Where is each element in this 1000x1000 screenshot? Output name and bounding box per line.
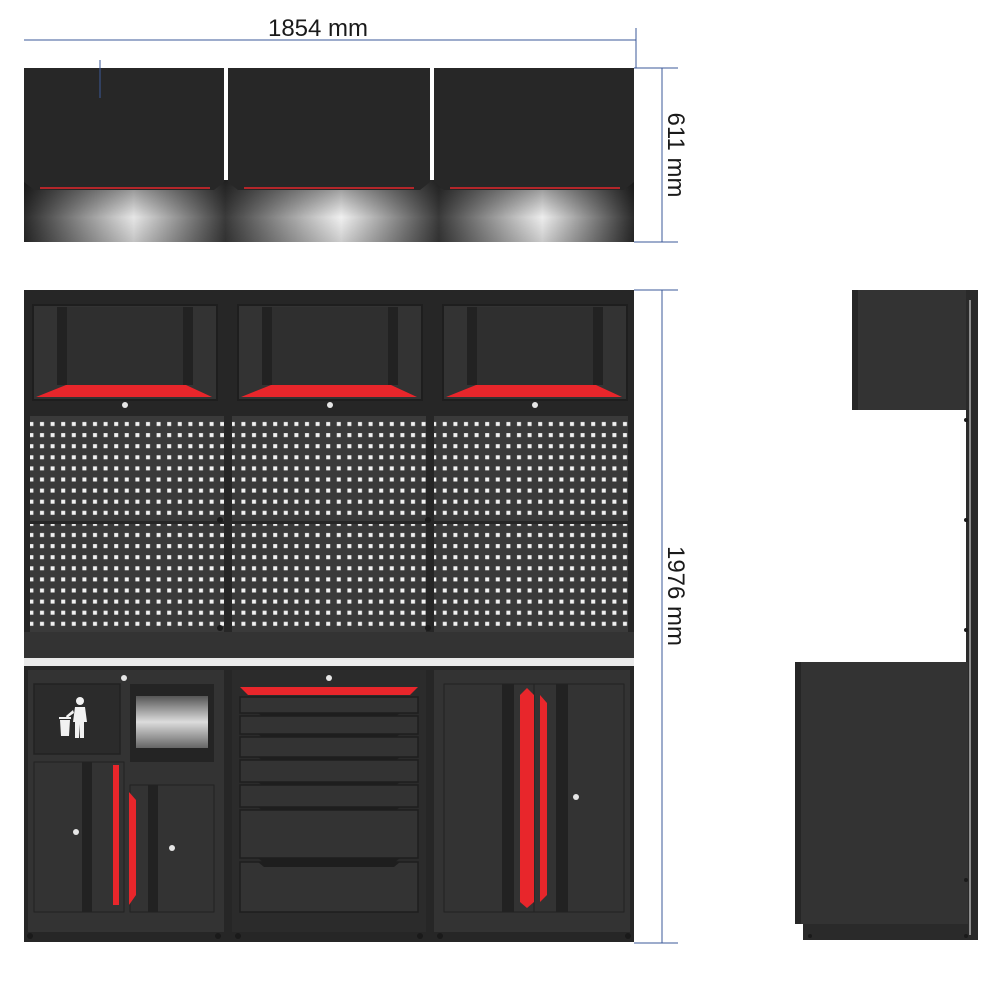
base-right-handle-2[interactable] [540,695,547,902]
worktop [24,658,634,666]
base-left-door-1[interactable] [33,761,125,913]
drawer-3[interactable] [239,736,419,762]
wall-cabinet-1 [32,304,218,408]
base-right-handle-1[interactable] [520,688,534,908]
drawer-7[interactable] [239,861,419,913]
base-right-lock [573,794,579,800]
trash-bin-person-icon [59,697,87,738]
base-right-door-2[interactable] [533,683,625,913]
top-view-cabinet-1 [24,68,224,190]
top-height-dimension-label: 611 mm [662,113,689,198]
side-view-plinth [803,924,968,940]
base-feet [27,517,631,939]
top-view-red-edge-3 [450,187,620,189]
drawer-cabinet-lock [326,675,332,681]
top-view-red-edge-1 [40,187,210,189]
pegboard-panel-2-top [232,416,426,521]
drawer-2[interactable] [239,715,419,739]
wall-cabinet-3-handle[interactable] [446,385,622,397]
pegboard-panel-2-bottom [232,524,426,632]
side-view [795,290,978,940]
base-left-top-lock [121,675,127,681]
pegboard-panel-3-top [434,416,628,521]
wall-cabinet-2-lock [327,402,333,408]
top-view-red-edge-2 [244,187,414,189]
width-dimension-label: 1854 mm [268,15,368,42]
drawer-1[interactable] [239,696,419,718]
drawer-4[interactable] [239,759,419,787]
pegboard-panel-3-bottom [434,524,628,632]
base-cabinet-right [434,670,630,932]
side-view-back-panel [966,290,978,940]
base-left-handle-1[interactable] [113,765,119,905]
top-view [24,60,634,242]
pegboard-panel-1-top [30,416,224,521]
wall-cabinet-2-handle[interactable] [241,385,417,397]
top-view-cabinet-3 [434,68,634,190]
top-view-shade [24,180,634,242]
side-view-base-cabinet [795,662,968,924]
paper-roll [136,696,208,748]
wall-cabinet-2 [237,304,423,408]
pegboard-wall [24,412,634,666]
front-view [24,290,634,942]
base-left-lock-1 [73,829,79,835]
total-height-dimension-label: 1976 mm [662,546,689,646]
pegboard-panel-1-bottom [30,524,224,632]
base-left-handle-2[interactable] [129,792,136,905]
top-view-cabinet-2 [228,68,430,190]
total-height-dimension: 1976 mm [634,289,689,944]
top-height-dimension: 611 mm [634,67,689,243]
trash-door[interactable] [33,683,121,755]
base-right-door-1[interactable] [443,683,535,913]
wall-cabinet-3 [442,304,628,408]
base-cabinet-left [28,670,224,932]
drawer-6[interactable] [239,809,419,863]
side-view-wall-cabinet [852,290,966,410]
base-left-lock-2 [169,845,175,851]
wall-cabinet-1-lock [122,402,128,408]
wall-cabinet-1-handle[interactable] [36,385,212,397]
width-dimension: 1854 mm [24,15,637,68]
wall-cabinet-3-lock [532,402,538,408]
drawer-top-handle[interactable] [240,687,418,695]
drawer-5[interactable] [239,784,419,812]
drawer-cabinet [232,670,426,932]
